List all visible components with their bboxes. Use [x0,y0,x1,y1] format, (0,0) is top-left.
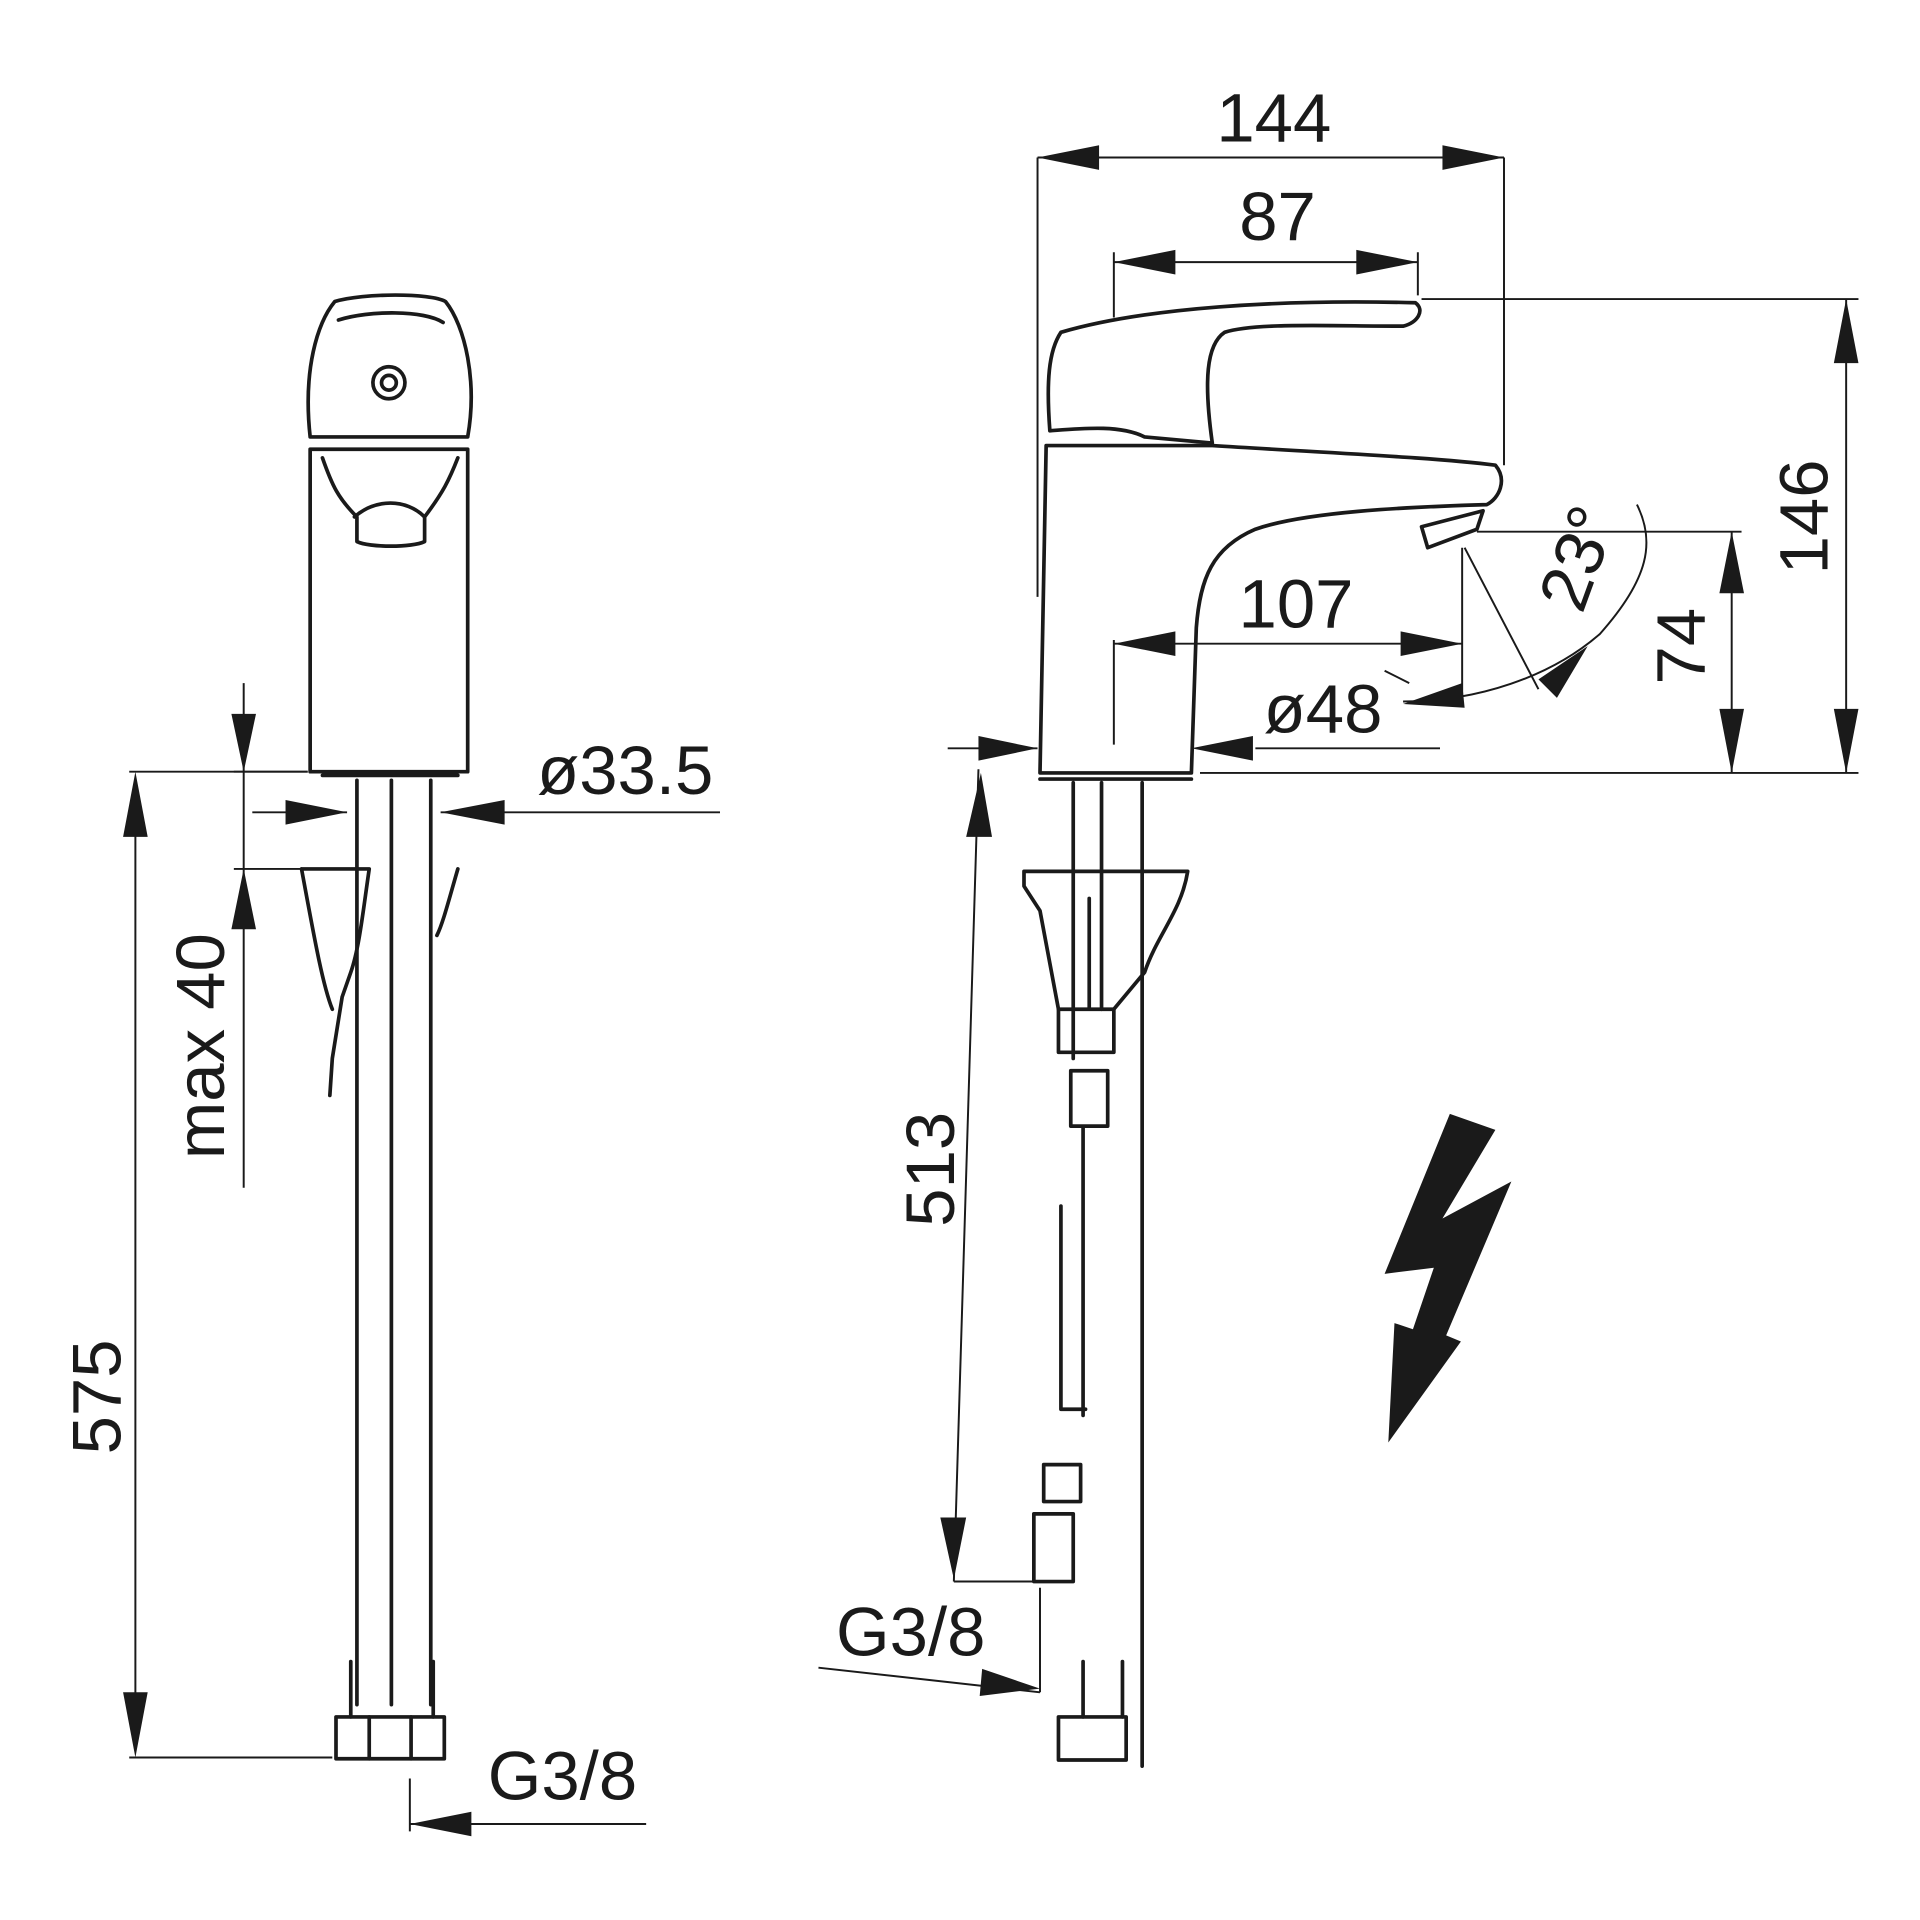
side-view: 144 87 146 74 107 ø48 23° 513 G3/8 [818,80,1859,1768]
front-handle [306,293,473,439]
dim-spout-height: 74 [1643,608,1720,685]
dim-handle-length: 87 [1239,178,1316,255]
dim-diameter-body: ø33.5 [537,732,713,809]
dim-total-length: 144 [1216,80,1331,157]
dim-hose-length: 513 [892,1112,969,1227]
indicator-icon [371,364,407,401]
side-handle [1046,300,1422,445]
side-body [1038,443,1504,775]
dim-total-height: 575 [59,1339,136,1454]
dim-connection-front: G3/8 [488,1737,637,1814]
dim-base-diameter: ø48 [1264,670,1383,747]
dim-max-deck: max 40 [162,933,239,1159]
dim-connection-side: G3/8 [836,1593,985,1670]
front-view: 575 max 40 ø33.5 G3/8 [59,293,720,1837]
dim-spout-reach: 107 [1239,566,1354,643]
dim-height: 146 [1766,459,1843,574]
front-body [308,447,470,774]
lightning-bolt-icon [1384,1113,1512,1443]
dim-angle: 23° [1524,496,1632,620]
